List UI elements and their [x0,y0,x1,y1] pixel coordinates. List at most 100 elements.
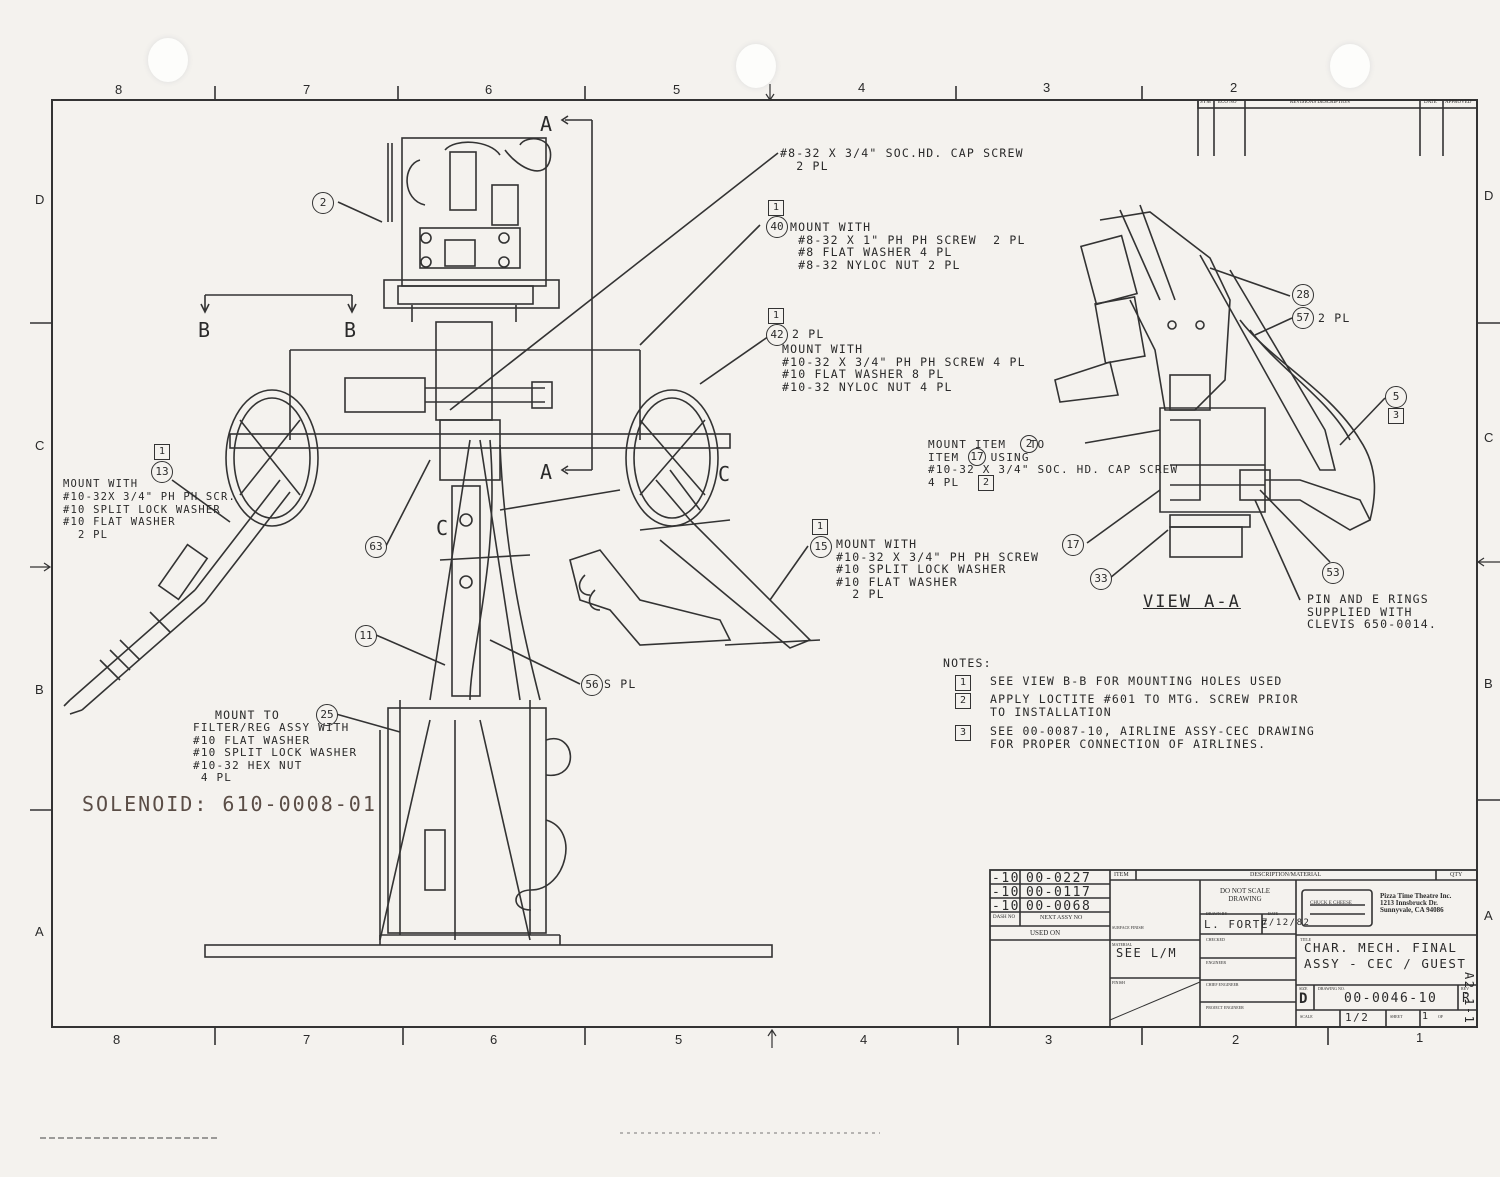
callout-40: 40 [766,216,788,238]
note-text: SEE VIEW B-B FOR MOUNTING HOLES USED [990,674,1283,688]
rev-desc-header: REVISIONS DESCRIPTION [1290,100,1350,105]
note-flag: 1 [768,200,784,216]
notes-heading: NOTES: [943,656,992,670]
callout-15: 15 [810,536,832,558]
callout-2-inline: 2 [1020,435,1038,453]
zone-left: D [35,192,45,207]
callout-11: 11 [355,625,377,647]
punch-hole [148,38,188,82]
qty-header: QTY [1450,872,1463,878]
zone-bottom: 8 [113,1032,121,1047]
sheet-size: D [1299,991,1309,1007]
zone-top: 6 [485,82,493,97]
zone-top: 2 [1230,80,1238,95]
item-header: ITEM [1114,872,1129,878]
rev-approved-header: APPROVED [1445,100,1472,105]
rev-date-header: DATE [1424,100,1437,105]
label-56-pl: S PL [604,677,637,691]
punch-hole [736,44,776,88]
zone-left: A [35,924,44,939]
revision-letter: R [1462,991,1472,1006]
zone-bottom: 6 [490,1032,498,1047]
note-number: 2 [955,693,971,709]
material-header: MATERIAL [1112,942,1133,947]
punch-hole [1330,44,1370,88]
rev-eco-header: ECO NO [1218,100,1237,105]
used-on-header: USED ON [1030,929,1061,937]
note-text: SEE 00-0087-10, AIRLINE ASSY-CEC DRAWING… [990,724,1315,751]
callout-5: 5 [1385,386,1407,408]
zone-left: C [35,438,45,453]
callout-33: 33 [1090,568,1112,590]
chief-engineer-header: CHIEF ENGINEER [1206,982,1239,987]
label-57-pl: 2 PL [1318,311,1351,325]
note-flag: 2 [978,475,994,491]
section-b-right: B [344,318,359,342]
used-on-next-assy: 00-0227 [1026,871,1092,886]
zone-top: 5 [673,82,681,97]
used-on-dash: -10 [992,885,1020,900]
zone-top: 4 [858,80,866,95]
scale-value: 1/2 [1345,1011,1370,1024]
used-on-next-assy: 00-0117 [1026,885,1092,900]
used-on-next-assy: 00-0068 [1026,899,1092,914]
note-flag: 3 [1388,408,1404,424]
label-mount-40: MOUNT WITH #8-32 x 1" PH PH SCREW 2 PL #… [790,220,1026,272]
section-b-left: B [198,318,213,342]
of-header: OF [1438,1014,1444,1019]
callout-63: 63 [365,536,387,558]
finish-header: FINISH [1112,980,1125,985]
callout-56: 56 [581,674,603,696]
label-42-pl: 2 PL [792,327,825,341]
dash-no-header: DASH NO [993,915,1016,920]
callout-17: 17 [1062,534,1084,556]
description-header: DESCRIPTION/MATERIAL [1250,872,1322,878]
note-flag: 1 [768,308,784,324]
used-on-dash: -10 [992,899,1020,914]
callout-25: 25 [316,704,338,726]
sheet-header: SHEET [1390,1014,1403,1019]
section-c-right: C [718,462,733,486]
drawn-date: 7/12/82 [1262,918,1311,928]
zone-bottom: 4 [860,1032,868,1047]
used-on-dash: -10 [992,871,1020,886]
zone-bottom: 2 [1232,1032,1240,1047]
zone-bottom: 5 [675,1032,683,1047]
note-number: 3 [955,725,971,741]
zone-bottom: 1 [1416,1030,1424,1045]
drawing-no-header: DRAWING NO. [1318,986,1345,991]
drawn-by: L. FORTE [1204,918,1269,931]
date-header: DATE [1268,911,1279,916]
label-mount-item: MOUNT ITEM TO ITEM USING #10-32 x 3/4" S… [928,438,1179,489]
drawing-title: CHAR. MECH. FINAL ASSY - CEC / GUEST [1304,940,1467,971]
do-not-scale: DO NOT SCALE DRAWING [1220,887,1271,903]
label-mount-25b: FILTER/REG ASSY WITH #10 FLAT WASHER #10… [193,721,358,784]
callout-57: 57 [1292,307,1314,329]
section-a-top: A [540,112,555,136]
callout-17-inline: 17 [968,448,986,466]
callout-2: 2 [312,192,334,214]
note-flag: 1 [154,444,170,460]
note-number: 1 [955,675,971,691]
label-mount-15: MOUNT WITH #10-32 x 3/4" PH PH SCREW #10… [836,537,1040,601]
callout-42: 42 [766,324,788,346]
view-a-a-label: VIEW A-A [1143,592,1241,612]
checked-header: CHECKED [1206,937,1225,942]
callout-53: 53 [1322,562,1344,584]
rev-header: REV [1461,986,1469,991]
drawing-number: 00-0046-10 [1344,991,1438,1006]
section-a-bottom: A [540,460,555,484]
company-name: Pizza Time Theatre Inc. 1213 Innsbruck D… [1380,892,1452,914]
zone-left: B [35,682,44,697]
company-logo: CHUCK E CHEESE [1310,901,1352,906]
title-header: TITLE [1300,937,1312,942]
engineer-header: ENGINEER [1206,960,1226,965]
sheet-number: 1 [1422,1011,1430,1022]
drawn-by-header: DRAWN BY [1206,911,1228,916]
callout-13: 13 [151,461,173,483]
label-pin-rings: PIN AND E RINGS SUPPLIED WITH CLEVIS 650… [1307,592,1437,631]
zone-bottom: 7 [303,1032,311,1047]
callout-28: 28 [1292,284,1314,306]
